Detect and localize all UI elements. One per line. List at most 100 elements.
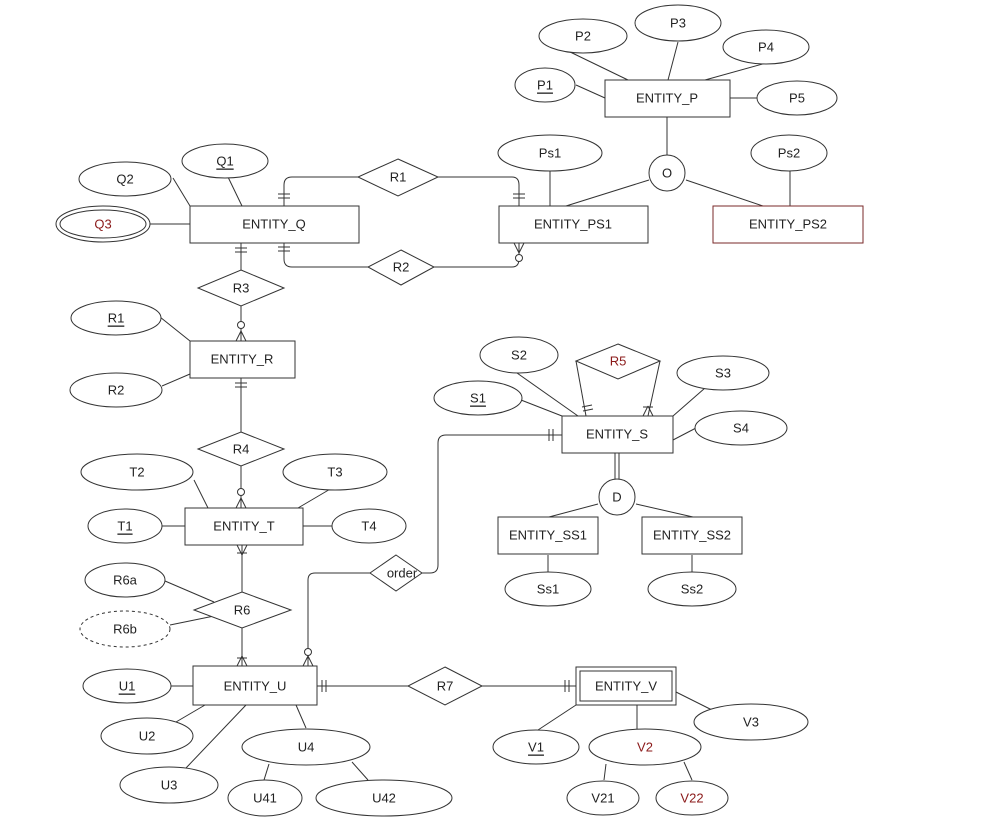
attribute-t3-label: T3: [327, 465, 342, 480]
attribute-r2-label: R2: [108, 383, 125, 398]
attribute-p5-label: P5: [789, 91, 805, 106]
relationship-order-label: order: [387, 566, 418, 581]
attribute-u2-label: U2: [139, 729, 156, 744]
entity-u[interactable]: ENTITY_U: [192, 665, 318, 706]
attribute-p4-label: P4: [758, 40, 774, 55]
attribute-t3[interactable]: T3: [282, 453, 388, 491]
attribute-u3[interactable]: U3: [119, 766, 219, 804]
attribute-ss2-label: Ss2: [681, 582, 703, 597]
entity-q[interactable]: ENTITY_Q: [189, 205, 360, 244]
attribute-p2[interactable]: P2: [538, 18, 628, 54]
relationship-r6-label: R6: [234, 603, 251, 618]
entity-ss2[interactable]: ENTITY_SS2: [641, 516, 743, 555]
attribute-v2-composite[interactable]: V2: [588, 728, 702, 766]
relationship-r2-label: R2: [393, 260, 410, 275]
attribute-t1-key[interactable]: T1: [87, 508, 163, 544]
attribute-p3[interactable]: P3: [634, 4, 722, 42]
attribute-q2[interactable]: Q2: [78, 161, 172, 197]
attribute-v21[interactable]: V21: [566, 780, 640, 816]
attribute-u1-key[interactable]: U1: [82, 668, 172, 704]
attribute-ps1[interactable]: Ps1: [497, 134, 603, 172]
relationship-r4[interactable]: R4: [196, 431, 286, 467]
attribute-p4[interactable]: P4: [722, 29, 810, 65]
specialization-disjoint-label: D: [612, 490, 621, 505]
attribute-s3-label: S3: [715, 366, 731, 381]
attribute-s2-label: S2: [511, 348, 527, 363]
entity-ss1-label: ENTITY_SS1: [509, 528, 587, 543]
attribute-v22-label: V22: [680, 791, 703, 806]
attribute-u41[interactable]: U41: [227, 779, 303, 817]
specialization-overlap[interactable]: O: [648, 154, 686, 192]
attribute-u1-label: U1: [119, 679, 136, 694]
relationship-order[interactable]: order: [369, 554, 423, 592]
attribute-r1-label: R1: [108, 311, 125, 326]
attribute-t2[interactable]: T2: [80, 453, 194, 491]
attribute-q3-multivalued[interactable]: Q3: [55, 205, 151, 243]
attribute-r1-key[interactable]: R1: [70, 300, 162, 336]
attribute-ss2[interactable]: Ss2: [647, 571, 737, 607]
attribute-s4-label: S4: [733, 421, 749, 436]
entity-v-label: ENTITY_V: [595, 679, 657, 694]
attribute-t4[interactable]: T4: [331, 508, 407, 544]
attribute-s2[interactable]: S2: [479, 336, 559, 374]
relationship-r1[interactable]: R1: [356, 158, 440, 197]
attribute-ss1-label: Ss1: [537, 582, 559, 597]
attribute-p1-key[interactable]: P1: [514, 67, 576, 103]
attribute-r6b-derived[interactable]: R6b: [79, 610, 171, 648]
attribute-q2-label: Q2: [116, 172, 133, 187]
entity-ss2-label: ENTITY_SS2: [653, 528, 731, 543]
entity-r[interactable]: ENTITY_R: [189, 340, 296, 379]
attribute-v22[interactable]: V22: [655, 780, 729, 816]
attribute-u2[interactable]: U2: [100, 717, 194, 755]
relationship-r5-label: R5: [610, 354, 627, 369]
attribute-t1-label: T1: [117, 519, 132, 534]
attribute-s1-label: S1: [470, 391, 486, 406]
attribute-ps2[interactable]: Ps2: [750, 134, 828, 172]
entity-ps1-label: ENTITY_PS1: [534, 217, 612, 232]
relationship-r1-label: R1: [390, 170, 407, 185]
entity-s-label: ENTITY_S: [586, 427, 648, 442]
attribute-p2-label: P2: [575, 29, 591, 44]
attribute-p5[interactable]: P5: [756, 80, 838, 116]
attribute-p3-label: P3: [670, 16, 686, 31]
attribute-u4-composite[interactable]: U4: [241, 728, 371, 766]
entity-v-weak[interactable]: ENTITY_V: [575, 666, 677, 706]
entity-t[interactable]: ENTITY_T: [184, 507, 304, 546]
entity-q-label: ENTITY_Q: [242, 217, 306, 232]
relationship-r7[interactable]: R7: [406, 666, 484, 706]
relationship-r5[interactable]: R5: [574, 343, 662, 380]
attribute-u4-label: U4: [298, 740, 315, 755]
attribute-s4[interactable]: S4: [694, 410, 788, 446]
attribute-v3[interactable]: V3: [693, 703, 809, 741]
attribute-v2-label: V2: [637, 740, 653, 755]
attribute-r2[interactable]: R2: [69, 372, 163, 408]
entity-s[interactable]: ENTITY_S: [561, 415, 674, 454]
relationship-r3[interactable]: R3: [196, 269, 286, 307]
attribute-v21-label: V21: [591, 791, 614, 806]
specialization-disjoint[interactable]: D: [598, 478, 636, 516]
relationship-r2[interactable]: R2: [366, 249, 436, 286]
attribute-q1-key[interactable]: Q1: [181, 143, 269, 179]
attribute-u41-label: U41: [253, 791, 277, 806]
attribute-s3[interactable]: S3: [676, 355, 770, 391]
relationship-r7-label: R7: [437, 679, 454, 694]
relationship-r6[interactable]: R6: [192, 591, 293, 629]
entity-ps2[interactable]: ENTITY_PS2: [712, 205, 864, 244]
entity-t-label: ENTITY_T: [213, 519, 274, 534]
entity-p[interactable]: ENTITY_P: [604, 79, 731, 118]
attribute-u42-label: U42: [372, 791, 396, 806]
attribute-v1-partial-key[interactable]: V1: [492, 729, 580, 765]
attribute-u3-label: U3: [161, 778, 178, 793]
entity-ss1[interactable]: ENTITY_SS1: [497, 516, 599, 555]
attribute-r6b-label: R6b: [113, 622, 137, 637]
connector-lines: [150, 41, 791, 781]
attribute-q3-label: Q3: [94, 217, 111, 232]
attribute-s1-key[interactable]: S1: [433, 380, 523, 416]
attribute-ss1[interactable]: Ss1: [504, 571, 592, 607]
entity-ps2-label: ENTITY_PS2: [749, 217, 827, 232]
attribute-r6a[interactable]: R6a: [84, 562, 166, 598]
attribute-u42[interactable]: U42: [315, 779, 453, 817]
entity-ps1[interactable]: ENTITY_PS1: [498, 205, 649, 244]
entity-p-label: ENTITY_P: [636, 91, 698, 106]
relationship-r3-label: R3: [233, 281, 250, 296]
